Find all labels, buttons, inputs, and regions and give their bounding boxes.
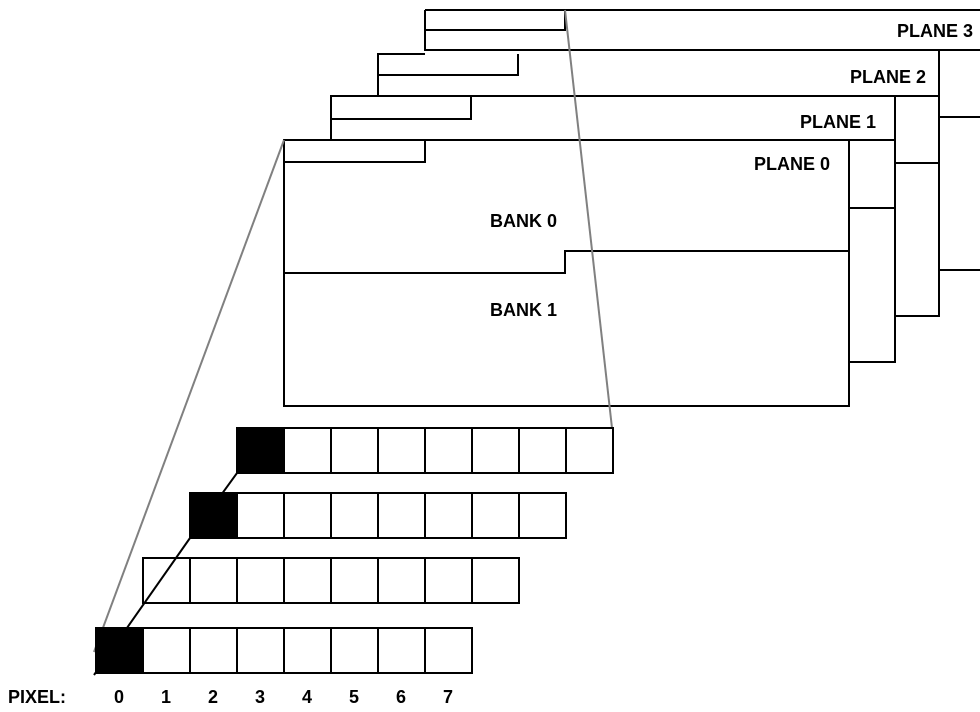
bit-cell: [283, 557, 332, 604]
bit-cell: [424, 427, 473, 474]
bit-cell: [377, 427, 426, 474]
plane-1-outline: [330, 95, 378, 140]
bit-cell: [471, 492, 520, 539]
bit-cell: [330, 557, 379, 604]
plane-2-label: PLANE 2: [850, 67, 926, 87]
bit-cell: [236, 492, 285, 539]
zoom-guide-left: [93, 139, 285, 653]
bit-cell-filled: [95, 627, 144, 674]
plane-1-label: PLANE 1: [800, 112, 876, 132]
bit-cell: [377, 557, 426, 604]
bit-cell: [236, 627, 285, 674]
pixel-axis-label: PIXEL:: [8, 687, 66, 707]
plane-1-tab: [331, 96, 472, 120]
bit-cell: [330, 627, 379, 674]
bit-cell: [189, 627, 238, 674]
pixel-index: 4: [302, 687, 312, 707]
plane-1-right-edge: [849, 96, 896, 363]
pixel-index: 0: [114, 687, 124, 707]
bit-cell: [283, 427, 332, 474]
bit-cell: [471, 557, 520, 604]
pixel-index: 6: [396, 687, 406, 707]
bit-cell: [283, 492, 332, 539]
bit-row: [142, 557, 520, 604]
bit-cell: [471, 427, 520, 474]
plane-3-outline: [424, 9, 980, 51]
bit-cell: [424, 627, 473, 674]
pixel-index: 5: [349, 687, 359, 707]
zoom-guide-right: [564, 9, 613, 429]
pixel-0-connector: [93, 427, 285, 676]
bit-cell: [283, 627, 332, 674]
bit-row: [189, 492, 567, 539]
bit-cell: [330, 427, 379, 474]
plane-2-outline: [377, 53, 940, 317]
pixel-index: 7: [443, 687, 453, 707]
bit-cell: [189, 557, 238, 604]
bit-row: [236, 427, 614, 474]
bit-rows: [95, 427, 614, 674]
bank-1-label: BANK 1: [490, 300, 557, 320]
bit-cell: [518, 427, 567, 474]
pixel-index: 1: [161, 687, 171, 707]
plane-2-tab: [378, 54, 519, 76]
bank-0-label: BANK 0: [490, 211, 557, 231]
pixel-index: 2: [208, 687, 218, 707]
bit-cell: [377, 627, 426, 674]
bit-cell: [236, 557, 285, 604]
bit-cell: [565, 427, 614, 474]
bit-cell: [377, 492, 426, 539]
plane-0-tab: [284, 140, 426, 163]
bit-cell: [424, 557, 473, 604]
pixel-index: 3: [255, 687, 265, 707]
bank-divider: [284, 250, 849, 274]
plane-3-label: PLANE 3: [897, 21, 973, 41]
plane-3-tab: [425, 10, 566, 31]
bit-row: [95, 627, 473, 674]
bit-cell: [142, 627, 191, 674]
bit-cell: [424, 492, 473, 539]
bit-cell: [330, 492, 379, 539]
bit-cell: [518, 492, 567, 539]
plane-0-label: PLANE 0: [754, 154, 830, 174]
bit-cell-filled: [189, 492, 238, 539]
pixel-indices: 0 1 2 3 4 5 6 7: [114, 687, 453, 707]
